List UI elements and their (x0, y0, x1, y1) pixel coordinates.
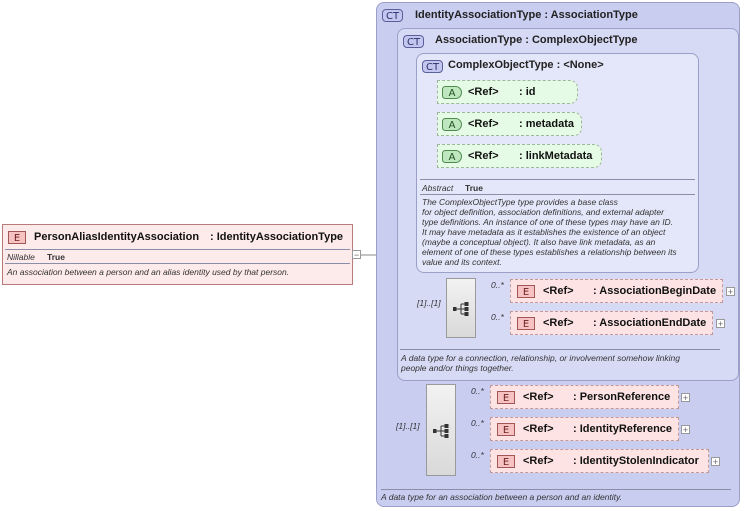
element-name: : AssociationEndDate (593, 317, 707, 329)
element-badge: E (8, 231, 26, 244)
complex-object-type-description-line: element of one of these types establishe… (422, 247, 677, 257)
element-name: : AssociationBeginDate (593, 285, 717, 297)
attribute-metadata[interactable]: A <Ref> : metadata (437, 112, 582, 136)
attribute-name: : id (519, 86, 536, 98)
element-occurs: 0..* (471, 418, 484, 428)
complex-object-type-description-line: The ComplexObjectType type provides a ba… (422, 197, 618, 207)
complex-type-badge: CT (422, 60, 444, 73)
element-badge: E (497, 455, 515, 468)
complex-object-type-description-line: (maybe a conceptual object). It also hav… (422, 237, 656, 247)
element-occurs: 0..* (471, 450, 484, 460)
divider (5, 249, 350, 250)
attribute-ref: <Ref> (468, 150, 499, 162)
sequence-occurs: [1]..[1] (396, 421, 420, 431)
attribute-ref: <Ref> (468, 86, 499, 98)
attribute-badge: A (442, 150, 462, 163)
attribute-badge: A (442, 118, 462, 131)
element-ref: <Ref> (523, 455, 554, 467)
root-element-name: PersonAliasIdentityAssociation (34, 231, 200, 243)
element-ref: <Ref> (523, 391, 554, 403)
element-identity-reference[interactable]: E <Ref> : IdentityReference (490, 417, 679, 441)
divider (5, 263, 350, 264)
element-ref: <Ref> (543, 285, 574, 297)
complex-object-type-title: ComplexObjectType : <None> (448, 59, 604, 71)
divider (400, 349, 720, 350)
element-association-end-date[interactable]: E <Ref> : AssociationEndDate (510, 311, 713, 335)
element-occurs: 0..* (491, 280, 504, 290)
plus-icon[interactable]: + (716, 319, 725, 329)
plus-icon[interactable]: + (711, 457, 720, 467)
element-name: : PersonReference (573, 391, 671, 403)
sequence-compositor[interactable] (426, 384, 456, 476)
abstract-value: True (465, 183, 483, 193)
attribute-badge: A (442, 86, 462, 99)
element-badge: E (517, 317, 535, 330)
element-name: : IdentityStolenIndicator (573, 455, 699, 467)
element-badge: E (517, 285, 535, 298)
nillable-value: True (47, 252, 65, 262)
attribute-ref: <Ref> (468, 118, 499, 130)
attribute-name: : metadata (519, 118, 575, 130)
root-element-type: : IdentityAssociationType (210, 231, 344, 243)
element-association-begin-date[interactable]: E <Ref> : AssociationBeginDate (510, 279, 723, 303)
sequence-icon (433, 424, 449, 438)
element-person-reference[interactable]: E <Ref> : PersonReference (490, 385, 679, 409)
sequence-compositor[interactable] (446, 278, 476, 338)
element-ref: <Ref> (523, 423, 554, 435)
divider (381, 489, 731, 490)
complex-object-type-description-line: value and its context. (422, 257, 502, 267)
element-badge: E (497, 391, 515, 404)
identity-type-description: A data type for an association between a… (381, 492, 622, 502)
attribute-link-metadata[interactable]: A <Ref> : linkMetadata (437, 144, 602, 168)
sequence-icon (453, 302, 469, 316)
element-ref: <Ref> (543, 317, 574, 329)
abstract-label: Abstract (422, 183, 454, 193)
element-name: : IdentityReference (573, 423, 673, 435)
complex-object-type-description-line: type definitions. An instance of one of … (422, 217, 674, 227)
element-occurs: 0..* (491, 312, 504, 322)
divider (420, 194, 695, 195)
plus-icon[interactable]: + (726, 287, 735, 297)
identity-type-title: IdentityAssociationType : AssociationTyp… (415, 9, 638, 21)
element-badge: E (497, 423, 515, 436)
sequence-occurs: [1]..[1] (417, 298, 441, 308)
root-element-box[interactable]: E PersonAliasIdentityAssociation : Ident… (2, 224, 353, 285)
complex-type-badge: CT (403, 35, 425, 48)
collapse-icon[interactable]: − (352, 250, 361, 260)
complex-type-badge: CT (382, 9, 404, 22)
complex-object-type-description-line: It may have metadata as it establishes t… (422, 227, 666, 237)
association-type-description-line: people and/or things together. (401, 363, 514, 373)
element-identity-stolen-indicator[interactable]: E <Ref> : IdentityStolenIndicator (490, 449, 709, 473)
nillable-label: Nillable (7, 252, 35, 262)
plus-icon[interactable]: + (681, 425, 690, 435)
association-type-description-line: A data type for a connection, relationsh… (401, 353, 680, 363)
attribute-name: : linkMetadata (519, 150, 593, 162)
association-type-title: AssociationType : ComplexObjectType (435, 34, 638, 46)
attribute-id[interactable]: A <Ref> : id (437, 80, 578, 104)
divider (420, 179, 695, 180)
plus-icon[interactable]: + (681, 393, 690, 403)
complex-object-type-description-line: for object definition, association defin… (422, 207, 664, 217)
root-element-description: An association between a person and an a… (7, 267, 290, 277)
element-occurs: 0..* (471, 386, 484, 396)
